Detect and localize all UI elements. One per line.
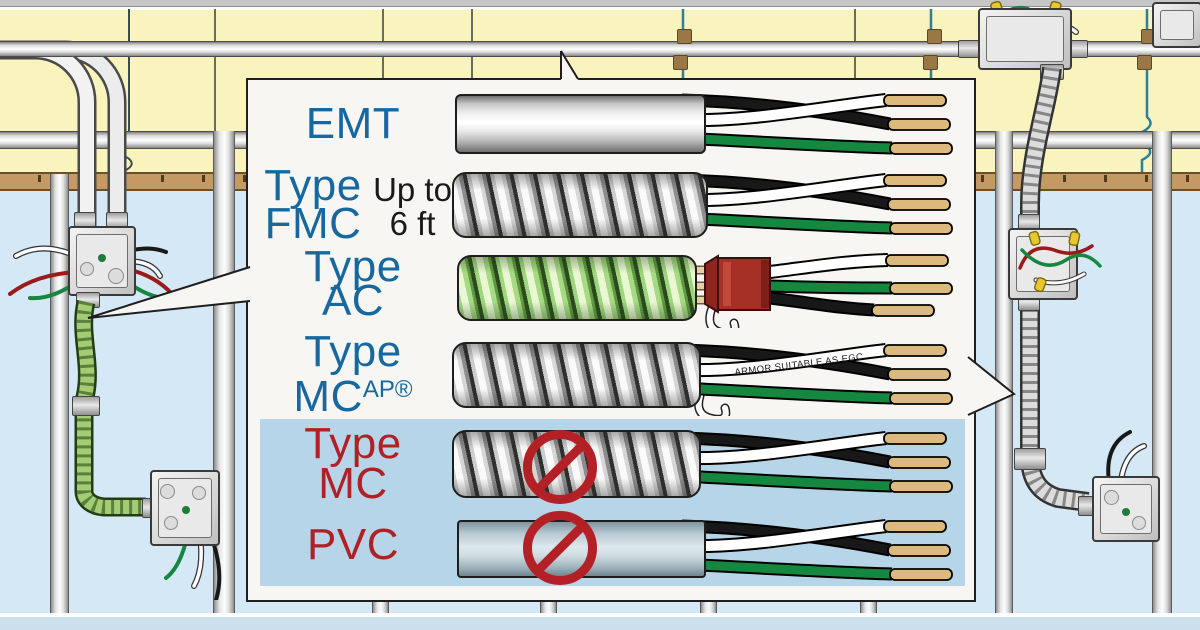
label-type-fmc-line2: FMC [264,199,362,248]
wires-mc [681,431,953,493]
ceiling-conduit-upper [0,41,1200,57]
conduit-emt [455,94,706,154]
conduit-clip [673,55,688,70]
flex-coupling [1014,448,1046,470]
prohibition-sign-pvc [523,511,597,585]
wires-emt [681,93,953,155]
junction-box-bottom-right [1092,476,1160,542]
label-type-fmc-line1: Type [264,161,362,210]
ceiling-joint-line [214,9,216,172]
flex-coupling [72,396,100,416]
junction-box-face [1160,10,1194,40]
junction-box-left [68,226,136,296]
label-type-mcap-line2: MCAP® [293,372,413,421]
label-type-ac-line2: AC [321,276,385,325]
wires-mcap [681,343,953,416]
ground-screw [1122,508,1130,516]
knockout [80,262,94,276]
knockout [108,268,124,284]
wires-pvc [681,519,953,581]
junction-box-face [1016,236,1070,292]
conduit-fmc [452,172,708,238]
flex-connector [1040,64,1064,80]
junction-box-right [1008,228,1078,300]
knockout [160,484,175,499]
wall-conduit-vertical [995,131,1013,613]
ceiling-top-strip [0,0,1200,7]
label-mcap-superscript: AP® [362,376,413,403]
conduit-clip [677,29,692,44]
prohibition-slash [533,521,588,575]
junction-box-ceiling-t [978,8,1072,70]
knockout [1104,490,1119,505]
floor-highlight-line [0,613,1200,617]
ground-screw [182,506,190,514]
knockout [164,516,178,530]
conduit-clip [923,55,938,70]
conduit-ac [457,255,697,321]
prohibition-sign-mc [523,430,597,504]
wires-fmc [681,173,953,235]
ground-screw [98,254,106,262]
conduit-clip [927,29,942,44]
conduit-mcap [452,342,701,408]
note-up-to: Up to [373,171,452,208]
junction-box-bottom-left [150,470,220,546]
label-type-mcap-line1: Type [304,327,402,376]
junction-box-corner [1152,2,1200,48]
note-6ft: 6 ft [389,205,436,242]
label-type-ac-line1: Type [304,242,402,291]
ceiling-top-highlight [0,7,1200,10]
callout-box: EMT Type FMC Up to 6 ft [246,78,976,602]
junction-box-face [986,16,1064,62]
prohibition-slash [533,440,588,494]
wires-ac [692,253,953,328]
label-pvc: PVC [307,520,399,569]
knockout [192,486,206,500]
label-type-mc-line2: MC [318,459,388,508]
knockout [1132,516,1146,530]
floor-strip [0,617,1200,630]
conduit-clip [1137,55,1152,70]
wall-conduit-vertical [50,174,69,613]
flex-connector [76,292,100,308]
label-emt: EMT [305,99,401,148]
label-type-mc-line1: Type [304,419,402,468]
